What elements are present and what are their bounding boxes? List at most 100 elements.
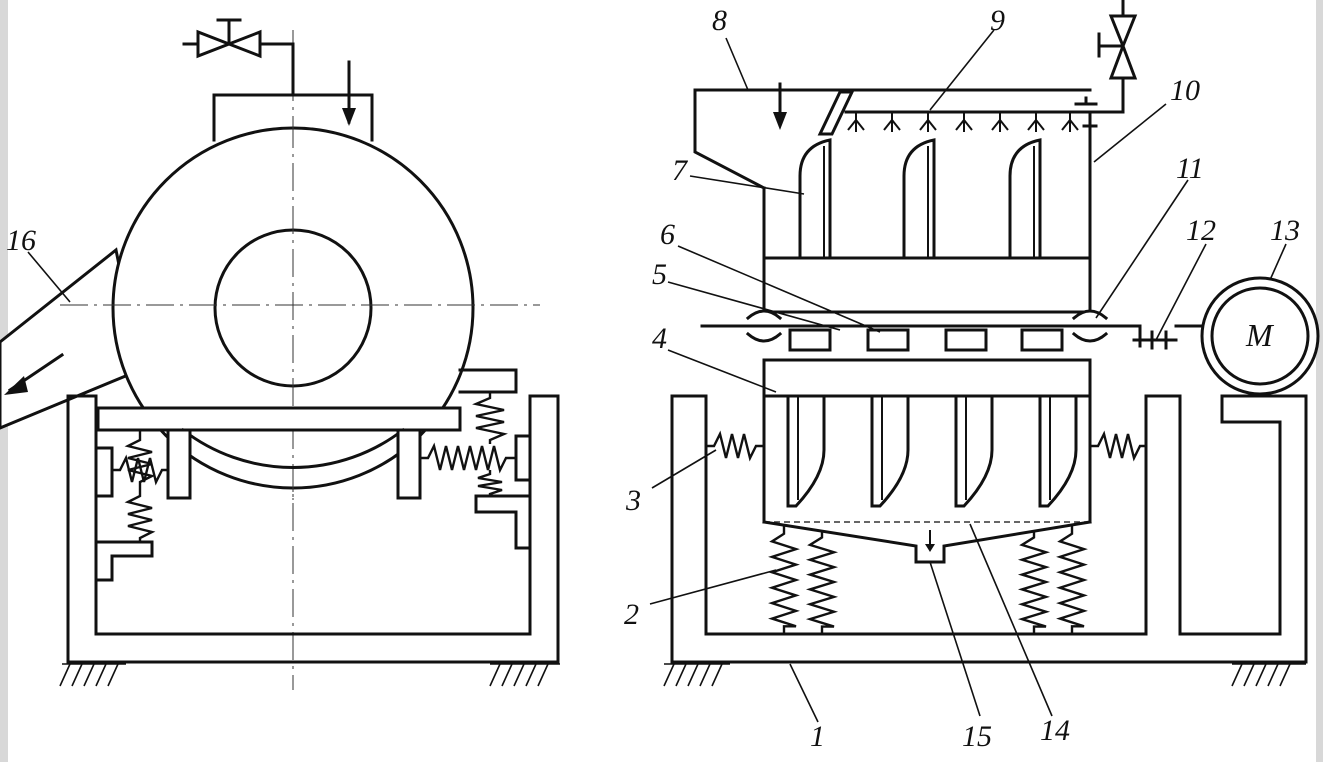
side-spring-right	[1090, 430, 1146, 462]
upper-paddle	[902, 138, 936, 260]
lower-paddle	[954, 394, 994, 508]
spray-nozzle-tip	[847, 118, 865, 131]
spray-nozzle-tip	[1027, 118, 1045, 131]
leader-14	[969, 523, 1053, 717]
right-water-inlet	[1088, 0, 1138, 114]
leader-3	[651, 449, 717, 489]
leader-8	[725, 37, 749, 91]
left-bracket-b	[94, 540, 154, 582]
label-12: 12	[1186, 214, 1216, 247]
leader-5	[667, 281, 841, 331]
left-ground-hatch-b	[489, 663, 560, 687]
label-10: 10	[1170, 74, 1200, 107]
leader-11	[1095, 179, 1189, 319]
spray-nozzle-tip	[919, 118, 937, 131]
label-2: 2	[624, 598, 639, 631]
lower-paddles	[786, 394, 1078, 508]
deflector-plate	[817, 90, 855, 136]
right-feed-arrowhead	[773, 112, 787, 130]
motor-symbol: M	[1245, 317, 1275, 353]
spray-nozzle-tip	[955, 118, 973, 131]
cam-d	[1020, 328, 1064, 352]
spray-nozzles	[847, 112, 1079, 132]
left-base-frame	[66, 394, 560, 664]
left-platform	[96, 406, 462, 432]
label-3: 3	[625, 484, 641, 517]
bearing-right-11	[1071, 309, 1109, 343]
left-spring-vertical-lower	[124, 484, 156, 542]
left-leg-b	[396, 428, 422, 500]
label-5: 5	[652, 258, 667, 291]
spray-nozzle-tip	[883, 118, 901, 131]
spray-nozzle-tip	[991, 118, 1009, 131]
left-bracket-a	[94, 446, 114, 498]
left-spring-vertical-upper	[124, 430, 156, 484]
label-15: 15	[962, 720, 992, 753]
leader-6	[677, 245, 881, 333]
upper-paddles-7	[798, 138, 1042, 260]
support-spring-b	[805, 530, 839, 634]
lower-rotor-section-4	[762, 358, 1092, 398]
left-leg-a	[166, 428, 192, 500]
left-view	[0, 18, 560, 690]
upper-paddle	[798, 138, 832, 260]
label-11: 11	[1176, 152, 1204, 185]
left-feed-arrowhead	[342, 108, 356, 126]
label-6: 6	[660, 218, 675, 251]
cam-a	[788, 328, 832, 352]
leader-10	[1093, 103, 1167, 163]
page-edge-right	[1316, 0, 1323, 762]
leader-lines	[27, 29, 1287, 723]
left-water-inlet	[182, 18, 295, 97]
leader-13	[1269, 243, 1287, 281]
left-valve-body-b	[224, 29, 262, 59]
leader-15	[929, 561, 981, 717]
right-spring-vertical-lower	[477, 470, 503, 496]
leader-1	[789, 663, 819, 723]
side-spring-3	[706, 430, 764, 462]
drum-lower-arc	[180, 427, 406, 470]
right-bracket-b	[474, 494, 532, 550]
support-spring-2	[768, 526, 800, 634]
lower-paddle	[786, 394, 826, 508]
lower-paddle	[870, 394, 910, 508]
right-ground-hatch-a	[663, 663, 730, 687]
support-spring-c	[1017, 530, 1051, 634]
spray-header-9	[844, 110, 1098, 128]
base-frame-1	[670, 394, 1308, 664]
right-bracket-a	[514, 434, 532, 482]
spray-nozzle-tip	[1061, 118, 1079, 131]
right-ground-hatch-b	[1231, 663, 1306, 687]
upper-rotor-section	[762, 256, 1092, 314]
right-valve-body-b	[1108, 41, 1138, 80]
label-4: 4	[652, 322, 667, 355]
leader-2	[649, 569, 777, 605]
label-7: 7	[672, 154, 689, 187]
leader-9	[929, 29, 995, 111]
right-spring-vertical-upper	[472, 392, 508, 444]
cam-c	[944, 328, 988, 352]
left-valve-body-a	[196, 29, 234, 59]
leader-16	[27, 251, 71, 303]
right-top-bracket	[458, 368, 518, 394]
label-8: 8	[712, 4, 727, 37]
label-16: 16	[6, 224, 36, 257]
motor-inner	[1210, 286, 1310, 386]
bearing-left	[745, 309, 783, 343]
leader-4	[667, 349, 777, 393]
label-14: 14	[1040, 714, 1070, 747]
label-13: 13	[1270, 214, 1300, 247]
leader-7	[689, 175, 805, 195]
upper-paddle	[1008, 138, 1042, 260]
right-spring-horizontal	[420, 442, 516, 474]
lower-paddle	[1038, 394, 1078, 508]
right-valve-body-a	[1108, 14, 1138, 51]
label-9: 9	[990, 4, 1005, 37]
left-top-hopper	[212, 93, 374, 142]
motor-outer-13	[1200, 276, 1320, 396]
cam-6	[866, 328, 910, 352]
label-1: 1	[810, 720, 825, 753]
callout-labels: 16 8 9 10 7 11 6 12 13 5 4 3 2 1 15 14	[6, 4, 1300, 753]
